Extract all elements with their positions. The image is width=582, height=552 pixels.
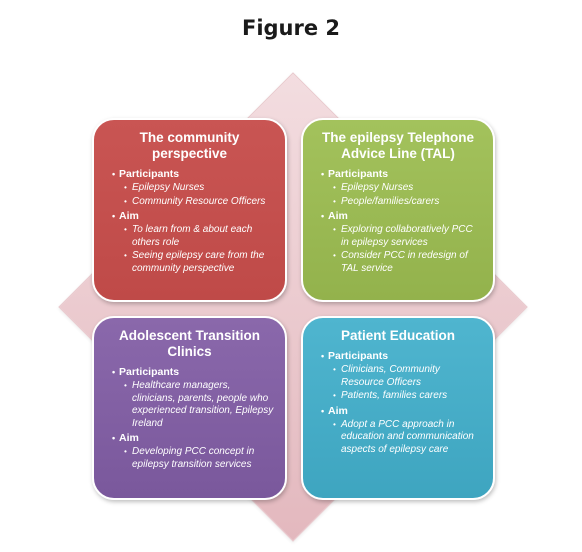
aim-item: Seeing epilepsy care from the community … — [124, 250, 275, 275]
aim-item: Exploring collaboratively PCC in epileps… — [333, 224, 483, 249]
aim-item: Adopt a PCC approach in education and co… — [333, 419, 483, 457]
box-title: Adolescent Transition Clinics — [118, 328, 261, 359]
participant-item: Clinicians, Community Resource Officers — [333, 364, 483, 389]
box-title: Patient Education — [340, 328, 455, 343]
participant-item: Patients, families carers — [333, 390, 483, 403]
aim-heading: Aim — [112, 432, 275, 445]
aim-item: Consider PCC in redesign of TAL service — [333, 250, 483, 275]
aim-heading: Aim — [112, 210, 275, 223]
figure-title: Figure 2 — [241, 16, 341, 40]
participants-heading: Participants — [112, 168, 275, 181]
participants-heading: Participants — [321, 168, 483, 181]
adolescent-transition-box: Adolescent Transition Clinics Participan… — [92, 316, 287, 500]
participants-heading: Participants — [321, 350, 483, 363]
aim-item: Developing PCC concept in epilepsy trans… — [124, 446, 275, 471]
community-perspective-box: The community perspective Participants E… — [92, 118, 287, 302]
participants-heading: Participants — [112, 366, 275, 379]
aim-heading: Aim — [321, 210, 483, 223]
telephone-advice-line-box: The epilepsy Telephone Advice Line (TAL)… — [301, 118, 495, 302]
aim-heading: Aim — [321, 405, 483, 418]
participant-item: People/families/carers — [333, 196, 483, 209]
participant-item: Healthcare managers, clinicians, parents… — [124, 380, 275, 430]
participant-item: Community Resource Officers — [124, 196, 275, 209]
box-title: The community perspective — [139, 130, 240, 161]
patient-education-box: Patient Education Participants Clinician… — [301, 316, 495, 500]
participant-item: Epilepsy Nurses — [124, 182, 275, 195]
box-title: The epilepsy Telephone Advice Line (TAL) — [321, 130, 475, 161]
participant-item: Epilepsy Nurses — [333, 182, 483, 195]
aim-item: To learn from & about each others role — [124, 224, 275, 249]
